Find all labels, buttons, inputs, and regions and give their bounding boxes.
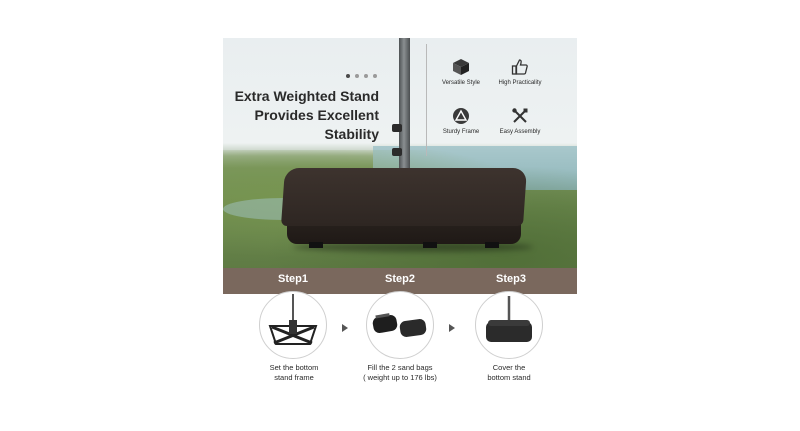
step-caption: Fill the 2 sand bags ( weight up to 176 …	[345, 363, 455, 383]
feature-label: Versatile Style	[441, 80, 481, 86]
carousel-dots	[346, 74, 377, 78]
feature-divider	[426, 44, 427, 156]
headline: Extra Weighted Stand Provides Excellent …	[235, 87, 379, 144]
steps-band	[223, 268, 577, 294]
feature-versatile-style: Versatile Style	[426, 58, 496, 86]
carousel-dot[interactable]	[355, 74, 359, 78]
caption-line: bottom stand	[487, 373, 531, 382]
headline-line: Extra Weighted Stand	[234, 88, 379, 104]
covered-stand-image	[486, 296, 532, 342]
stand-foot	[423, 242, 437, 248]
step2-image	[366, 291, 434, 359]
cube-icon	[453, 59, 469, 75]
carousel-dot[interactable]	[346, 74, 350, 78]
caption-line: stand frame	[274, 373, 314, 382]
headline-line: Provides Excellent	[254, 107, 379, 123]
stand-base-top	[280, 168, 528, 226]
carousel-dot[interactable]	[364, 74, 368, 78]
step3-image	[475, 291, 543, 359]
thumbs-up-icon	[511, 59, 528, 75]
umbrella-pole	[399, 38, 410, 200]
step1-image	[259, 291, 327, 359]
pole-knob	[392, 148, 402, 156]
stand-frame-image	[268, 294, 318, 345]
arrow-icon	[342, 324, 348, 332]
hero-photo: Extra Weighted Stand Provides Excellent …	[223, 38, 577, 268]
step-title: Step1	[278, 273, 308, 285]
step-title: Step2	[385, 273, 415, 285]
step-caption: Cover the bottom stand	[454, 363, 564, 383]
sand-bags-image	[372, 313, 427, 337]
caption-line: Set the bottom	[269, 363, 319, 372]
feature-easy-assembly: Easy Assembly	[485, 107, 555, 135]
headline-line: Stability	[324, 126, 379, 142]
feature-sturdy-frame: Sturdy Frame	[426, 107, 496, 135]
caption-line: Fill the 2 sand bags	[367, 363, 433, 372]
step-caption: Set the bottom stand frame	[239, 363, 349, 383]
tools-icon	[512, 108, 528, 123]
stand-foot	[309, 242, 323, 248]
feature-label: Sturdy Frame	[442, 129, 480, 135]
stand-foot	[485, 242, 499, 248]
product-image-card: Extra Weighted Stand Provides Excellent …	[223, 38, 577, 398]
pole-knob	[392, 124, 402, 132]
step-title: Step3	[496, 273, 526, 285]
arrow-icon	[449, 324, 455, 332]
feature-label: High Practicality	[498, 80, 542, 86]
feature-label: Easy Assembly	[499, 129, 541, 135]
caption-line: Cover the	[492, 363, 526, 372]
carousel-dot[interactable]	[373, 74, 377, 78]
feature-high-practicality: High Practicality	[485, 58, 555, 86]
triangle-icon	[453, 108, 469, 124]
base-shadow	[293, 242, 533, 252]
caption-line: ( weight up to 176 lbs)	[363, 373, 437, 382]
